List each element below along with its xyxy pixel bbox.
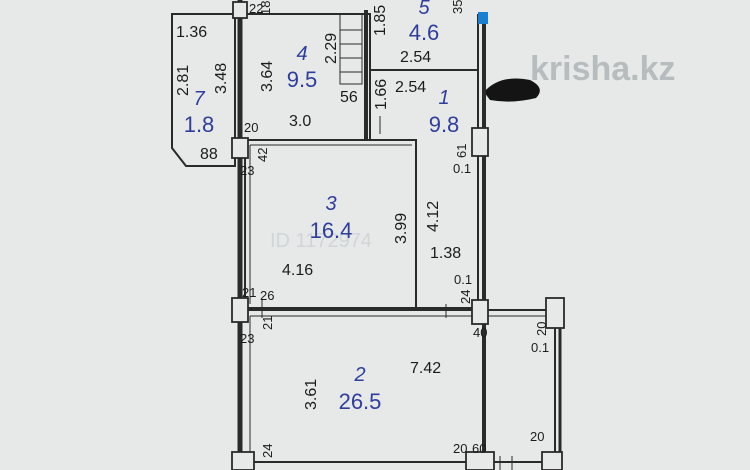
dim-label: 23 <box>240 331 254 346</box>
room-area-1: 9.8 <box>429 112 460 137</box>
dimension-labels: 1.36 22 18 2.81 3.48 20 88 3.64 2.29 56 … <box>175 0 549 458</box>
dim-label: 0.1 <box>531 340 549 355</box>
dim-label: 26 <box>260 288 274 303</box>
dim-label: 2.29 <box>323 33 340 64</box>
brand-logo-icon <box>484 78 540 102</box>
room-3-outline <box>244 139 417 309</box>
walls <box>171 0 562 470</box>
dim-label: 0.1 <box>453 161 471 176</box>
marker-icon <box>478 12 488 24</box>
dim-label: 42 <box>255 148 270 162</box>
column <box>545 297 565 329</box>
room-area-7: 1.8 <box>184 112 215 137</box>
dim-label: 3.99 <box>393 213 410 244</box>
dim-label: 56 <box>340 89 358 106</box>
room-7-outline <box>171 13 236 167</box>
dim-label: 3.0 <box>289 113 311 130</box>
room-area-5: 4.6 <box>409 20 440 45</box>
dim-label: 20 <box>534 322 549 336</box>
room-number-4: 4 <box>296 43 307 65</box>
room-area-3: 16.4 <box>310 218 353 243</box>
column <box>541 451 563 470</box>
dim-label: 23 <box>240 163 254 178</box>
room-5-outline <box>369 14 479 71</box>
dim-label: 24 <box>260 444 275 458</box>
watermark-brand: krisha.kz <box>530 50 676 88</box>
dim-label: 40 <box>473 325 487 340</box>
room-2-outline <box>245 309 556 463</box>
dim-label: 24 <box>458 290 473 304</box>
room-number-3: 3 <box>325 193 336 215</box>
column <box>231 137 249 159</box>
ventilation-shaft <box>339 14 363 85</box>
dim-label: 1.38 <box>430 245 461 262</box>
room-number-2: 2 <box>353 364 365 386</box>
dim-label: 35 <box>450 0 465 14</box>
column <box>231 451 255 470</box>
room-number-7: 7 <box>193 88 205 110</box>
door-marks <box>261 116 513 470</box>
room-number-1: 1 <box>438 87 449 109</box>
dim-label: 20 <box>244 120 258 135</box>
dim-label: 18 <box>258 1 273 15</box>
dim-label: 1.85 <box>372 5 389 36</box>
dim-label: 7.42 <box>410 360 441 377</box>
dim-label: 1.36 <box>176 24 207 41</box>
dim-label: 2.54 <box>395 79 426 96</box>
dim-label: 2.81 <box>175 65 192 96</box>
room-number-5: 5 <box>418 0 430 19</box>
dim-label: 1.66 <box>373 79 390 110</box>
dim-label: 88 <box>200 146 218 163</box>
column <box>471 299 489 325</box>
room-area-2: 26.5 <box>339 389 382 414</box>
dim-label: 3.61 <box>303 379 320 410</box>
dim-label: 4.16 <box>282 262 313 279</box>
structural-columns <box>231 1 565 470</box>
dim-label: 21 <box>260 316 275 330</box>
dim-label: 4.12 <box>425 201 442 232</box>
column <box>471 127 489 157</box>
room-area-4: 9.5 <box>287 67 318 92</box>
dim-label: 3.64 <box>259 61 276 92</box>
dim-label: 2.54 <box>400 49 431 66</box>
watermark-listing-id: ID 1172974 <box>270 230 372 252</box>
dim-label: 3.48 <box>213 63 230 94</box>
dim-label: 60 <box>472 441 486 456</box>
dim-label: 21 <box>242 285 256 300</box>
dim-label: 61 <box>454 144 469 158</box>
dim-label: 22 <box>249 1 263 16</box>
column <box>465 451 495 470</box>
column <box>232 1 248 19</box>
dim-label: 20 <box>530 429 544 444</box>
dim-label: 20 <box>453 441 467 456</box>
column <box>231 297 249 323</box>
dim-label: 0.1 <box>454 272 472 287</box>
